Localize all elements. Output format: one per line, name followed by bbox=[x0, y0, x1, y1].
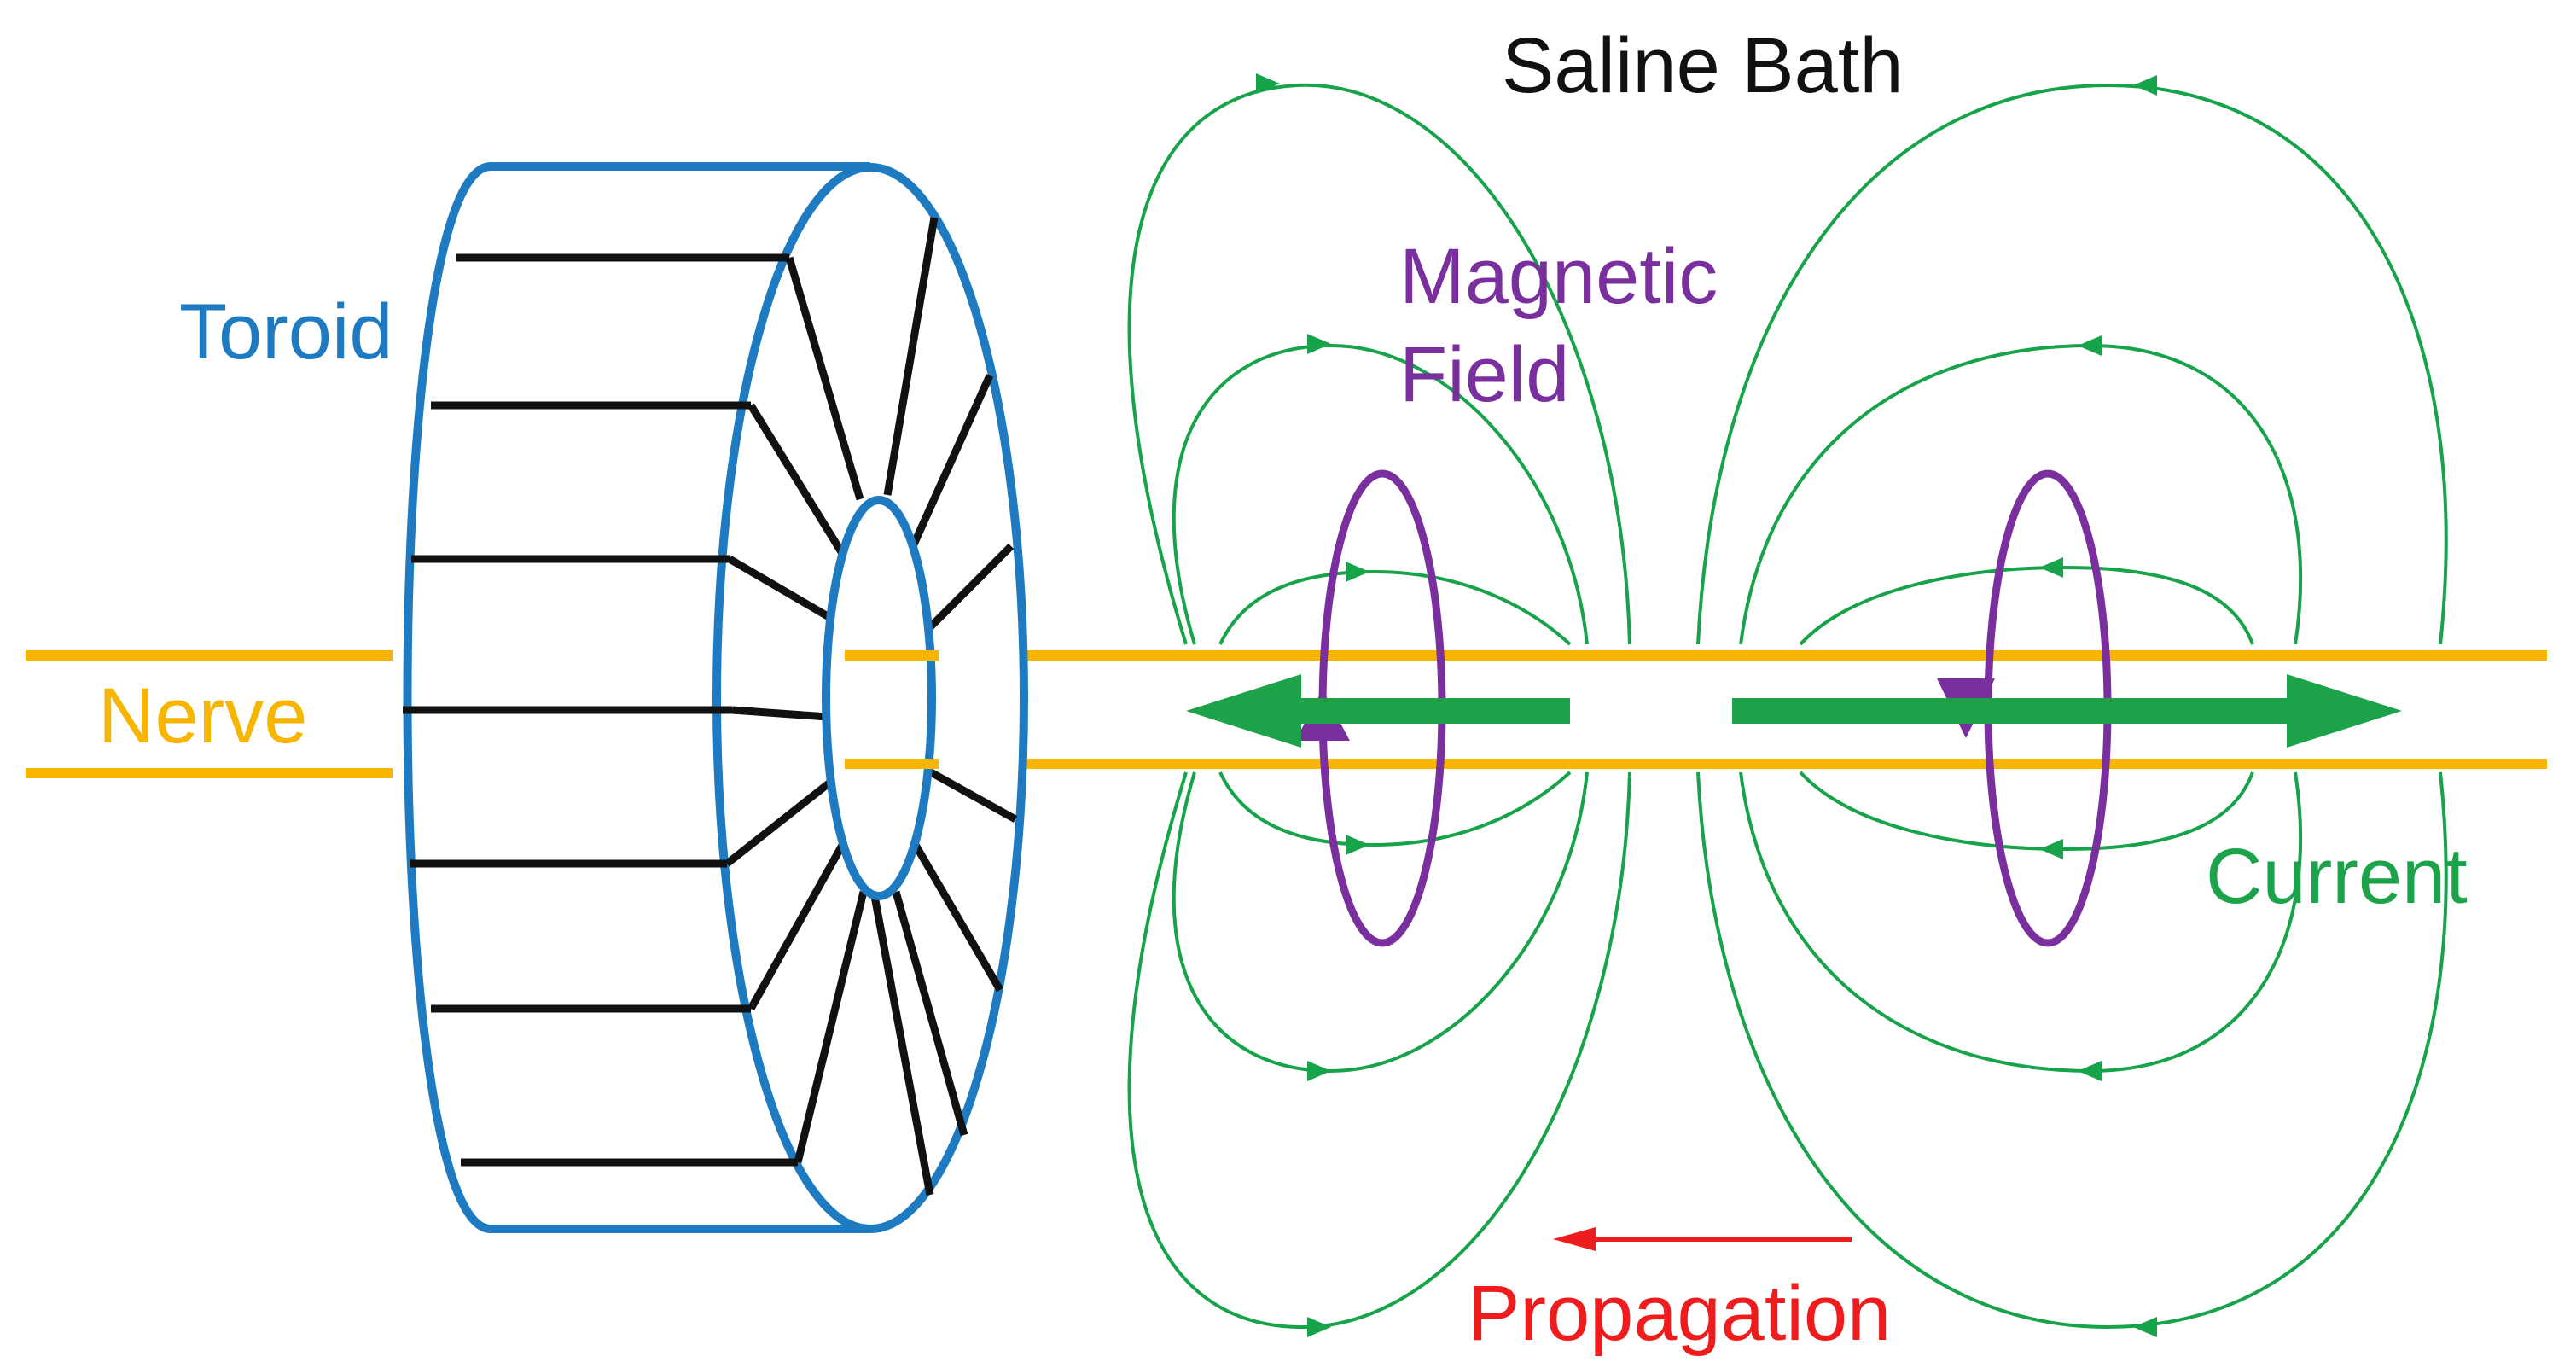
winding-face-3 bbox=[727, 556, 834, 622]
winding-face-14 bbox=[870, 895, 934, 1196]
field-line-right-lower-3 bbox=[1799, 771, 2254, 852]
winding-face-9 bbox=[909, 374, 994, 548]
propagation-arrow-head bbox=[1553, 1227, 1596, 1251]
field-arrow-left-2 bbox=[1307, 334, 1331, 354]
toroid-left-rim bbox=[403, 162, 491, 1233]
field-line-left-upper-1 bbox=[1127, 83, 1631, 645]
current-arrow-left-head bbox=[1186, 674, 1301, 748]
field-line-left-upper-2 bbox=[1172, 343, 1589, 645]
field-line-right-lower-1 bbox=[1696, 771, 2448, 1330]
winding-face-4 bbox=[731, 706, 829, 721]
toroid-coil bbox=[403, 162, 1028, 1233]
field-arrow-right-4 bbox=[2039, 839, 2063, 859]
field-arrow-left-4 bbox=[1346, 835, 1369, 855]
winding-face-8 bbox=[883, 217, 939, 496]
nerve-label: Nerve bbox=[98, 672, 307, 760]
field-arrow-right-2 bbox=[2078, 335, 2102, 356]
field-line-left-lower-2 bbox=[1172, 771, 1589, 1074]
field-line-arrowheads bbox=[1256, 73, 2157, 1337]
diagram-title: Saline Bath bbox=[1502, 22, 1904, 109]
propagation-label: Propagation bbox=[1468, 1270, 1891, 1357]
current-arrow-right-shaft bbox=[1732, 698, 2295, 724]
field-arrow-left-3 bbox=[1346, 562, 1369, 582]
field-line-left-lower-1 bbox=[1127, 771, 1631, 1330]
field-line-right-upper-1 bbox=[1696, 83, 2448, 645]
magnetic-field-label-line2: Field bbox=[1399, 331, 1569, 418]
toroid-label: Toroid bbox=[179, 288, 393, 375]
nerve bbox=[26, 650, 2547, 778]
current-arrows bbox=[1186, 674, 2402, 748]
winding-face-12 bbox=[910, 838, 1003, 993]
field-line-left-lower-3 bbox=[1218, 771, 1572, 847]
field-line-right-upper-3 bbox=[1799, 565, 2254, 646]
field-arrow-right-6 bbox=[2133, 1317, 2157, 1337]
toroid-face-windings bbox=[724, 217, 1018, 1196]
winding-face-5 bbox=[724, 777, 834, 867]
magnetic-field-label-line1: Magnetic bbox=[1399, 233, 1718, 320]
current-arrow-left-shaft bbox=[1297, 698, 1570, 724]
toroid-inner-hole bbox=[822, 496, 936, 900]
field-arrow-right-5 bbox=[2078, 1061, 2102, 1081]
winding-face-13 bbox=[892, 890, 968, 1137]
toroid-side-windings bbox=[403, 253, 798, 1167]
field-arrow-left-1 bbox=[1256, 73, 1280, 94]
field-line-left-upper-3 bbox=[1218, 569, 1572, 646]
current-label: Current bbox=[2206, 833, 2468, 920]
winding-face-2 bbox=[747, 403, 846, 557]
current-arrow-right-head bbox=[2287, 674, 2402, 748]
winding-face-10 bbox=[922, 543, 1015, 635]
winding-face-6 bbox=[747, 838, 848, 1011]
field-arrow-right-3 bbox=[2039, 557, 2063, 578]
propagation-arrow bbox=[1553, 1227, 1852, 1251]
winding-face-7 bbox=[794, 890, 868, 1164]
field-arrow-left-5 bbox=[1307, 1061, 1331, 1081]
winding-face-11 bbox=[921, 765, 1018, 823]
nerve-through-toroid bbox=[845, 650, 939, 769]
winding-face-1 bbox=[785, 256, 864, 501]
field-arrow-left-6 bbox=[1307, 1317, 1331, 1337]
field-arrow-right-1 bbox=[2133, 75, 2157, 96]
